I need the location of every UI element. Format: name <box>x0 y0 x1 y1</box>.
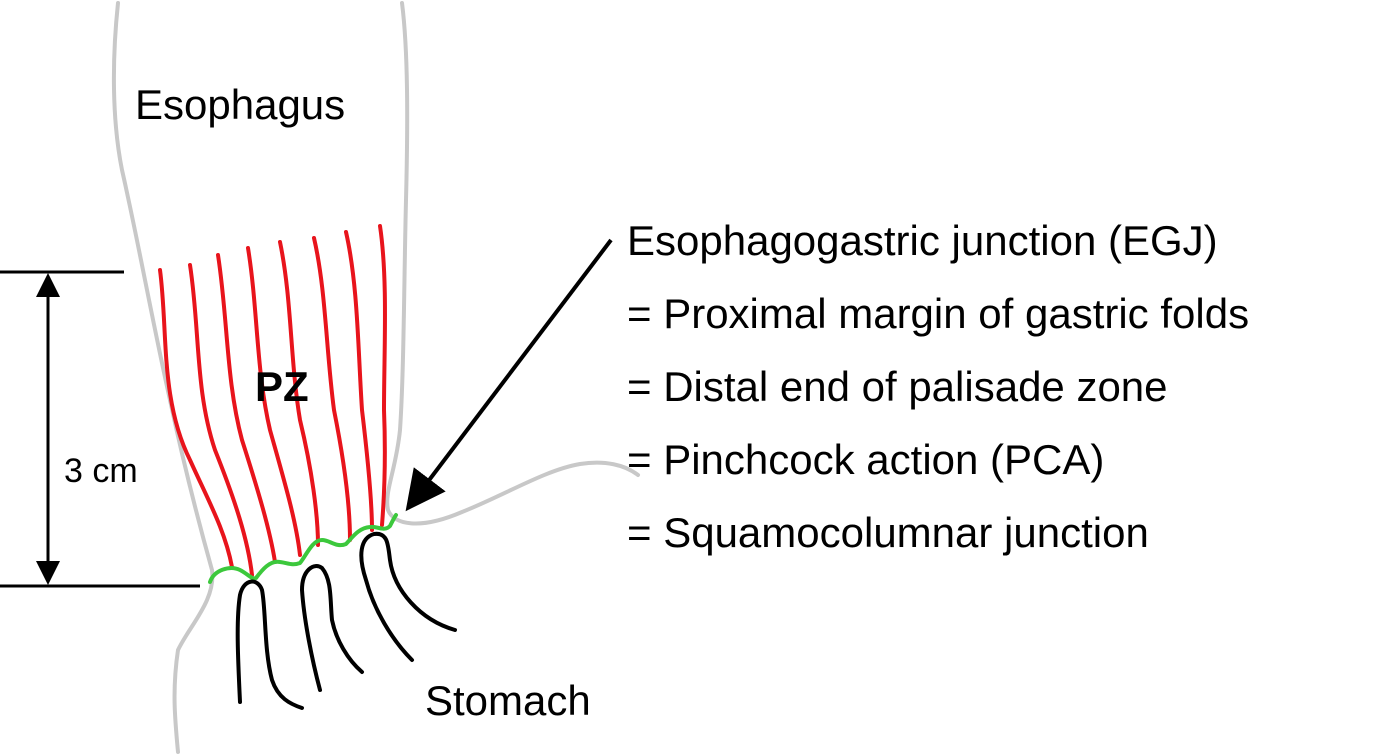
palisade-vessel <box>278 240 320 547</box>
stomach-label: Stomach <box>425 677 591 724</box>
gastric-folds <box>235 531 457 710</box>
esophagus-wall <box>111 1 640 754</box>
palisade-vessel <box>216 253 277 564</box>
gastric-fold <box>299 564 364 692</box>
palisade-vessel <box>246 246 302 557</box>
palisade-vessel <box>312 236 352 542</box>
palisade-vessel <box>158 268 234 569</box>
definition-item: = Distal end of palisade zone <box>627 363 1168 410</box>
distance-measure <box>0 270 200 588</box>
egj-definition-list: Esophagogastric junction (EGJ) = Proxima… <box>627 204 1249 569</box>
definition-item: = Squamocolumnar junction <box>627 509 1149 556</box>
palisade-vessel <box>188 263 254 577</box>
gastric-fold <box>359 531 457 662</box>
definition-item: = Pinchcock action (PCA) <box>627 436 1105 483</box>
squamocolumnar-junction-line <box>208 513 398 584</box>
palisade-zone-label: PZ <box>255 363 309 410</box>
gastric-fold <box>235 579 304 710</box>
palisade-vessels <box>158 224 387 577</box>
palisade-vessel <box>344 230 374 532</box>
esophagus-label: Esophagus <box>135 81 346 128</box>
egj-pointer-arrow <box>405 238 613 512</box>
esophagus-right-wall <box>385 1 640 526</box>
definition-item: = Proximal margin of gastric folds <box>627 290 1250 337</box>
palisade-vessel <box>378 224 387 527</box>
esophagus-left-wall <box>111 1 215 754</box>
distance-label: 3 cm <box>64 452 138 490</box>
definition-title: Esophagogastric junction (EGJ) <box>627 217 1218 264</box>
